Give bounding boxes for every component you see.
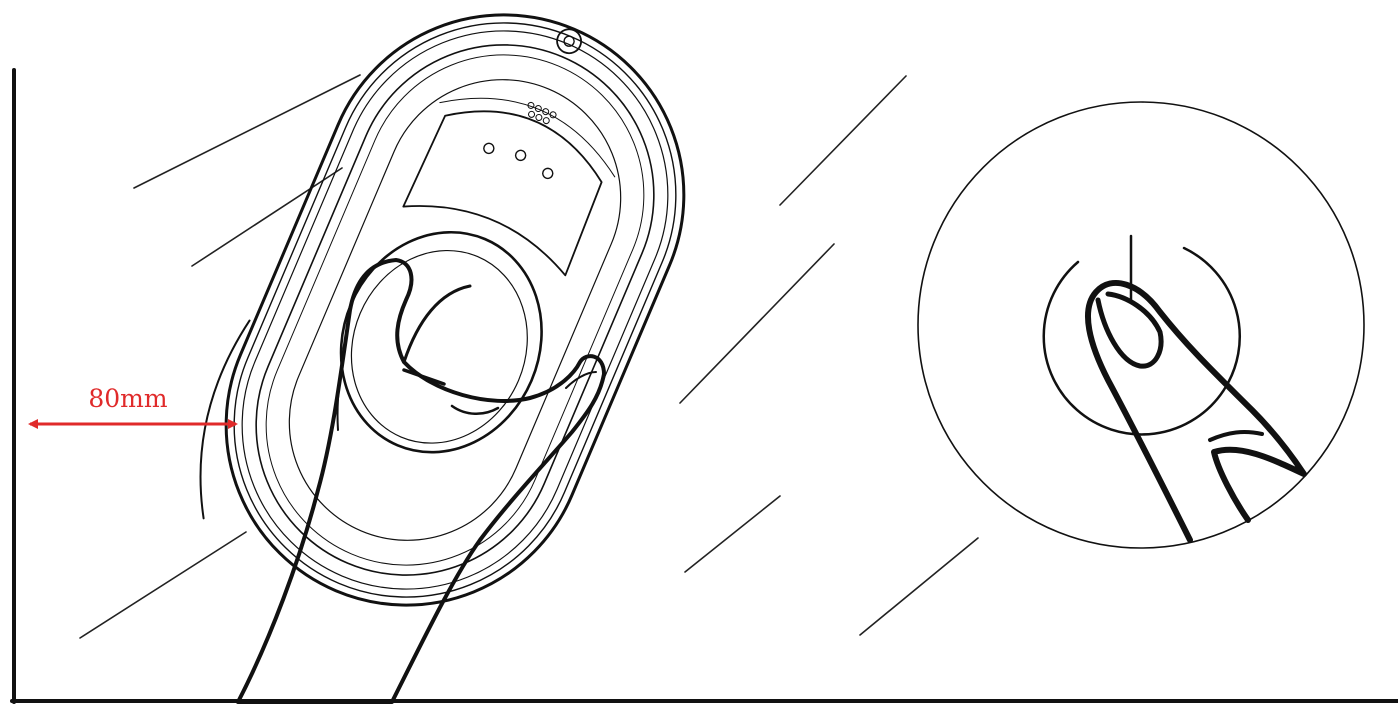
indicator-light-icon	[514, 149, 527, 162]
hand-holding-robot-icon	[238, 260, 604, 702]
window-frame	[12, 70, 1398, 702]
power-button-detail	[918, 102, 1364, 548]
glass-reflection-line	[80, 532, 246, 638]
power-button-icon	[1044, 236, 1240, 434]
glass-reflection-line	[680, 244, 834, 403]
glass-reflection-line	[134, 75, 360, 188]
glass-reflections	[80, 75, 978, 638]
indicator-light-icon	[482, 142, 495, 155]
window-cleaning-robot-icon	[161, 0, 740, 661]
glass-reflection-line	[780, 76, 906, 205]
detail-callout-circle	[918, 102, 1364, 548]
glass-reflection-line	[192, 168, 342, 266]
measurement-label: 80mm	[88, 384, 168, 413]
glass-reflection-line	[685, 496, 780, 572]
distance-measurement: 80mm	[30, 384, 236, 424]
indicator-light-icon	[541, 167, 554, 180]
glass-reflection-line	[860, 538, 978, 635]
finger-pressing-icon	[1088, 283, 1304, 540]
